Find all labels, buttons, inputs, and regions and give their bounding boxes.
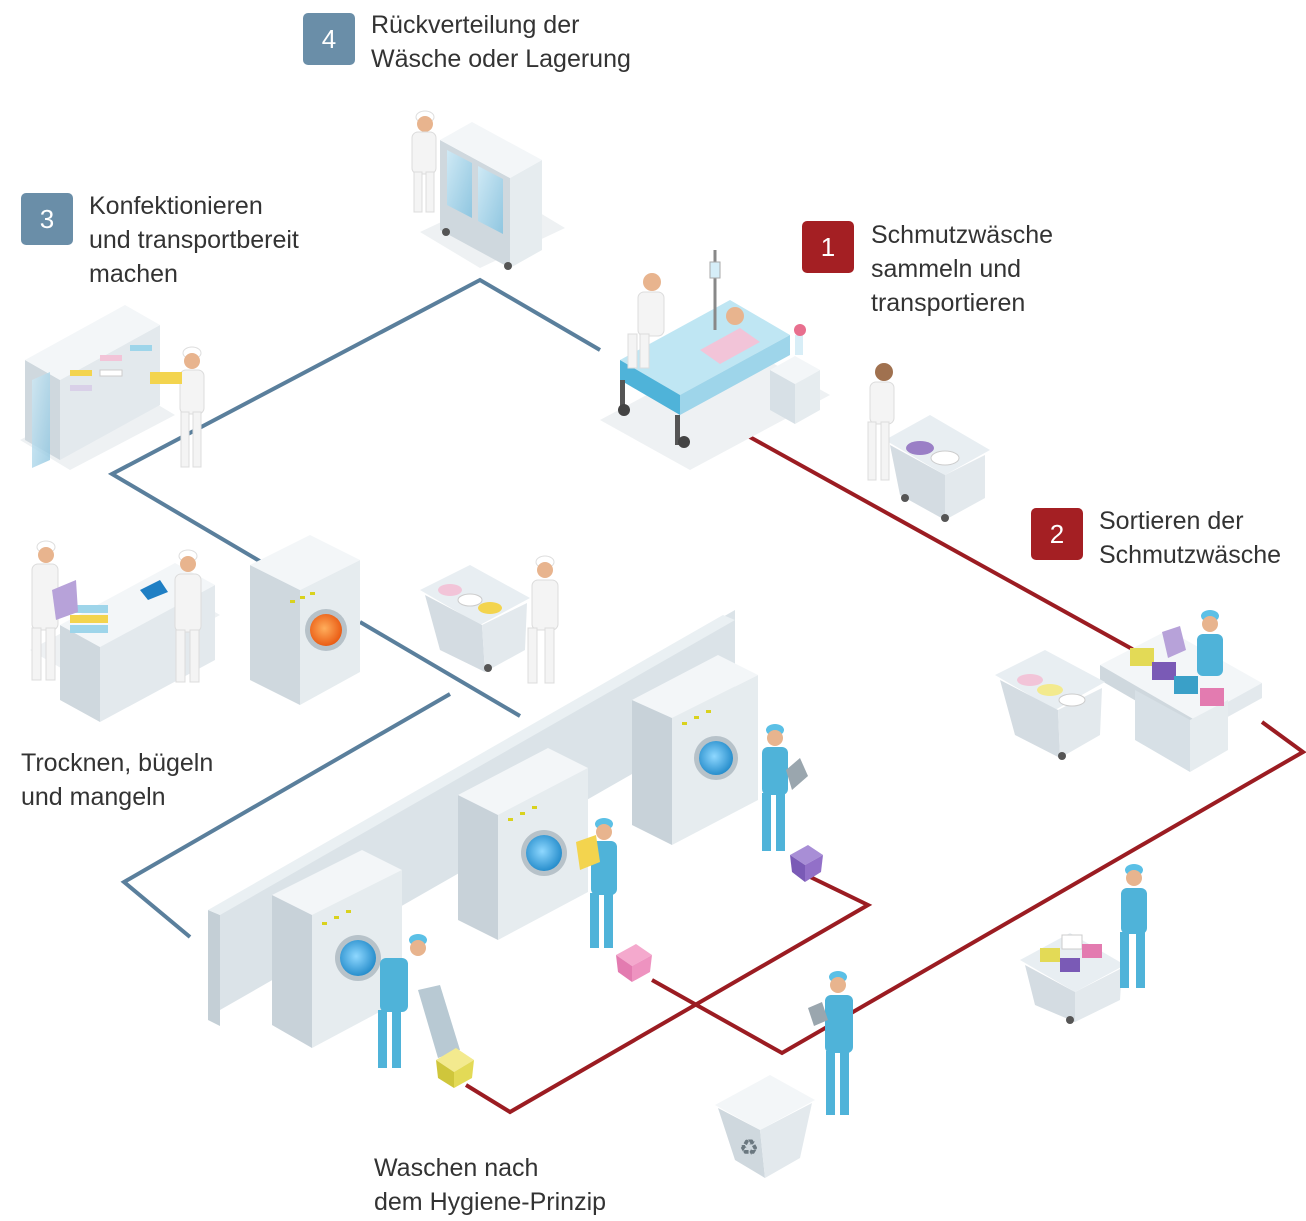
clean-path-segment-lower: [120, 692, 451, 939]
step-4-badge: 4: [303, 13, 355, 65]
laundry-bin-yellow: [436, 1048, 474, 1088]
dirty-laundry-path: [464, 434, 1306, 1115]
worker-tablet: [808, 971, 853, 1115]
drying-caption: Trocknen, bügeln und mangeln: [21, 746, 213, 814]
clean-cart: [420, 565, 530, 672]
nightstand: [770, 324, 820, 424]
washing-machine-front: [272, 850, 402, 1048]
worker-sorting: [1162, 610, 1223, 676]
worker-ironing-right: [174, 549, 202, 683]
sorting-cart: [995, 650, 1105, 760]
worker-nurse-bed: [627, 273, 665, 369]
washing-machine-middle: [458, 748, 588, 940]
bin-transport-cart: [1020, 933, 1125, 1024]
clean-laundry-path: [107, 277, 602, 939]
step-4-line-1: Rückverteilung der: [371, 11, 580, 39]
collection-cart: [885, 415, 990, 522]
dirty-path-washing: [464, 870, 873, 1115]
laundry-bin-purple: [790, 845, 823, 882]
step-2-badge: 2: [1031, 508, 1083, 560]
washing-caption-line-1: Waschen nach: [374, 1154, 539, 1182]
distribution-cabinet: [420, 122, 565, 270]
clean-path-segment-middle: [358, 620, 522, 718]
worker-clean-cart: [527, 555, 559, 684]
step-4-line-2: Wäsche oder Lagerung: [371, 45, 631, 73]
linen-cabinet: [20, 305, 175, 470]
step-3-badge: 3: [21, 193, 73, 245]
step-3-label: Konfektionieren und transportbereit mach…: [89, 189, 299, 291]
worker-ironing-left: [31, 540, 78, 681]
worker-distribution: [411, 110, 437, 213]
worker-bin-cart: [1120, 864, 1147, 988]
dirty-path-sorting: [651, 720, 1306, 1056]
step-1-line-2: sammeln und: [871, 255, 1022, 283]
step-4-label: Rückverteilung der Wäsche oder Lagerung: [371, 8, 631, 76]
laundry-bin-pink: [616, 944, 652, 982]
dryer: [250, 535, 360, 705]
worker-collection: [867, 363, 895, 481]
worker-linen: [150, 346, 205, 468]
step-1-line-1: Schmutzwäsche: [871, 221, 1054, 249]
washing-machine-back: [632, 655, 758, 845]
dirty-path-collection: [747, 434, 1153, 662]
step-1-line-3: transportieren: [871, 289, 1026, 317]
worker-washing-front: [378, 934, 460, 1068]
step-1-label: Schmutzwäsche sammeln und transportieren: [871, 218, 1053, 320]
worker-washing-middle: [576, 818, 617, 948]
step-3-line-2: und transportbereit: [89, 226, 299, 254]
drying-caption-line-2: und mangeln: [21, 783, 166, 811]
step-1-badge: 1: [802, 221, 854, 273]
step-2-line-2: Schmutzwäsche: [1099, 541, 1282, 569]
washing-caption: Waschen nach dem Hygiene-Prinzip: [374, 1151, 606, 1219]
step-3-line-3: machen: [89, 260, 178, 288]
step-2-label: Sortieren der Schmutzwäsche: [1099, 504, 1281, 572]
clean-path-segment-top: [107, 277, 602, 568]
drying-caption-line-1: Trocknen, bügeln: [21, 749, 214, 777]
step-2-line-1: Sortieren der: [1099, 507, 1244, 535]
step-3-line-1: Konfektionieren: [89, 192, 263, 220]
washing-caption-line-2: dem Hygiene-Prinzip: [374, 1188, 607, 1216]
recycling-bin: ♻: [715, 1075, 815, 1178]
worker-washing-back: [762, 724, 808, 851]
sorting-table: [1100, 630, 1262, 772]
recycle-icon: ♻: [739, 1136, 759, 1161]
